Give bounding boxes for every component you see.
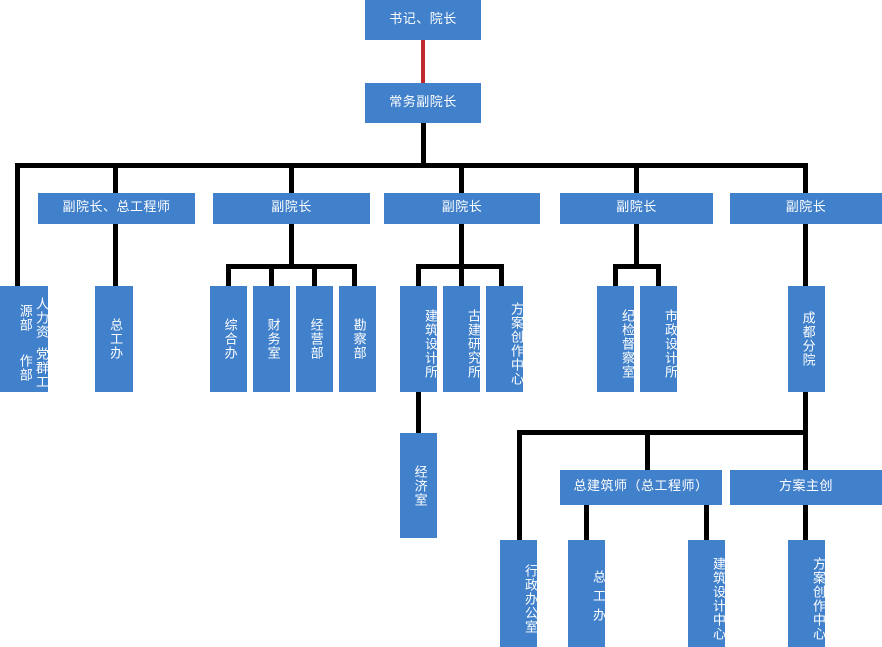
connector-drop-municipal-design-institute: [656, 264, 661, 286]
connector-drop-deputy1: [113, 163, 118, 193]
node-survey-dept[interactable]: 勘察部: [339, 286, 376, 392]
connector-drop-deputy5: [803, 163, 808, 193]
connector-chief-architect-to-arch-design-center: [704, 505, 709, 540]
connector-scheme-lead-to-branch-scheme-center: [803, 505, 808, 540]
connector-drop-chief-architect: [645, 430, 650, 470]
node-branch-scheme-center[interactable]: 方案创作中心: [788, 540, 825, 647]
connector-deputy1-to-chief-eng-office: [113, 224, 118, 286]
connector-root-to-exec-deputy: [421, 40, 425, 83]
node-exec-deputy[interactable]: 常务副院长: [365, 83, 481, 123]
node-hr-dept-label: 人力资源部: [16, 297, 48, 339]
node-chief-architect[interactable]: 总建筑师（总工程师）: [560, 470, 722, 505]
node-municipal-design-institute[interactable]: 市政设计所: [640, 286, 677, 392]
node-scheme-creation-center[interactable]: 方案创作中心: [486, 286, 523, 392]
node-scheme-lead[interactable]: 方案主创: [730, 470, 882, 505]
node-operations-dept[interactable]: 经营部: [296, 286, 333, 392]
node-deputy1[interactable]: 副院长、总工程师: [38, 193, 195, 224]
connector-drop-deputy2: [289, 163, 294, 193]
connector-drop-operations-dept: [312, 264, 317, 286]
connector-chengdu-branch-stem: [803, 392, 808, 435]
connector-drop-scheme-lead: [803, 430, 808, 470]
node-party-dept-label: 党群工作部: [16, 347, 48, 389]
connector-arch-institute-to-economics-office: [416, 392, 421, 433]
connector-deputy4-bus: [613, 264, 661, 269]
connector-deputy5-to-chengdu-branch: [803, 224, 808, 286]
node-chief-eng-office[interactable]: 总工办: [95, 286, 133, 392]
node-arch-design-center[interactable]: 建筑设计中心: [688, 540, 725, 647]
connector-drop-ancient-arch-institute: [459, 264, 464, 286]
connector-drop-deputy3: [459, 163, 464, 193]
connector-deputy3-stem: [459, 224, 464, 267]
connector-deputy4-stem: [634, 224, 639, 267]
connector-drop-scheme-creation-center: [499, 264, 504, 286]
node-finance-office[interactable]: 财务室: [253, 286, 290, 392]
node-ancient-arch-institute[interactable]: 古建研究所: [443, 286, 480, 392]
connector-deputy-bus: [15, 163, 806, 168]
node-deputy3[interactable]: 副院长: [384, 193, 540, 224]
node-branch-chief-eng-office[interactable]: 总工办: [568, 540, 605, 647]
connector-deputy2-stem: [289, 224, 294, 267]
node-discipline-office[interactable]: 纪检督察室: [597, 286, 634, 392]
node-deputy5[interactable]: 副院长: [730, 193, 882, 224]
node-hr-and-party-dept[interactable]: 人力资源部 党群工作部: [0, 286, 48, 392]
node-economics-office[interactable]: 经济室: [400, 433, 437, 538]
connector-drop-general-office: [226, 264, 231, 286]
connector-chief-architect-to-branch-chief-eng-office: [584, 505, 589, 540]
connector-drop-survey-dept: [352, 264, 357, 286]
connector-drop-finance-office: [269, 264, 274, 286]
connector-exec-deputy-stem: [421, 123, 426, 166]
connector-deputy2-bus: [226, 264, 357, 269]
connector-drop-discipline-office: [613, 264, 618, 286]
node-admin-office[interactable]: 行政办公室: [500, 540, 537, 647]
node-deputy4[interactable]: 副院长: [560, 193, 713, 224]
connector-bus-to-hr-party: [15, 163, 20, 286]
connector-drop-deputy4: [634, 163, 639, 193]
node-arch-design-institute[interactable]: 建筑设计所: [400, 286, 437, 392]
node-chengdu-branch[interactable]: 成都分院: [788, 286, 825, 392]
node-deputy2[interactable]: 副院长: [213, 193, 370, 224]
connector-drop-admin-office: [517, 430, 522, 540]
connector-chengdu-branch-bus: [517, 430, 808, 435]
connector-drop-arch-design-institute: [416, 264, 421, 286]
node-general-office[interactable]: 综合办: [210, 286, 247, 392]
node-root[interactable]: 书记、院长: [365, 0, 481, 40]
